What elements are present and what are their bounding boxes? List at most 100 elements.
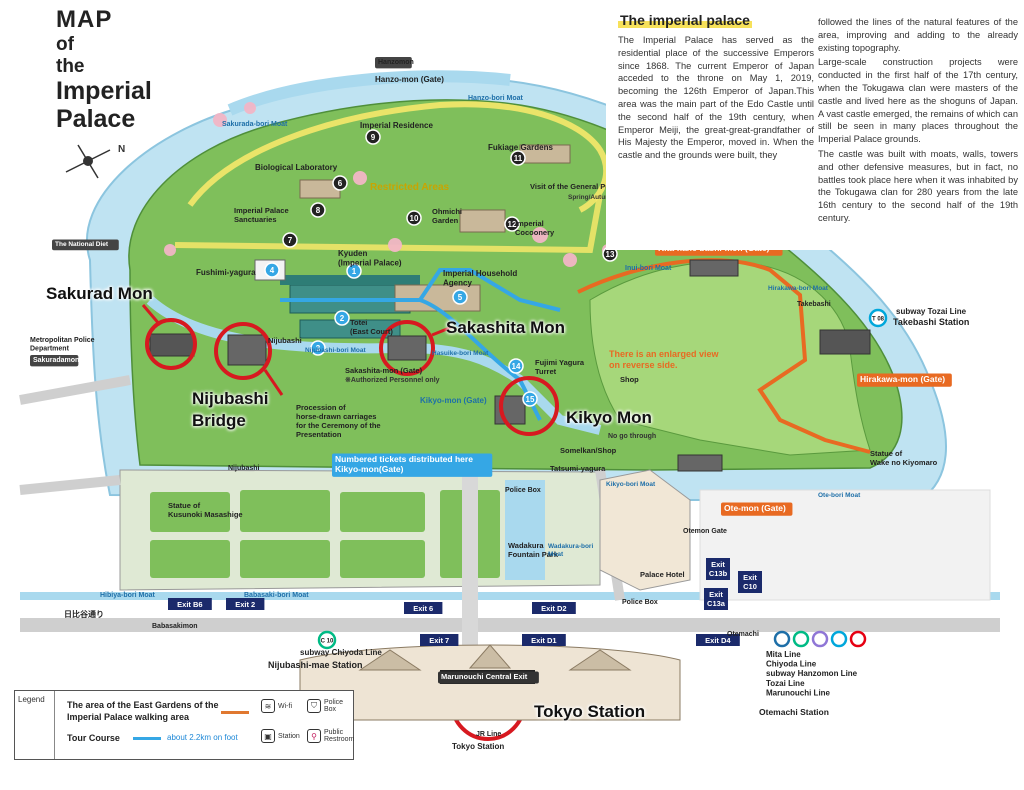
exit-label: C13a [707,599,726,608]
legend-restroom: ⚲Public Restroom [307,729,354,743]
map-label-text: on reverse side. [609,360,678,370]
info-paragraph: followed the lines of the natural featur… [818,17,1018,53]
map-label-sakashita-gate: Sakashita-mon (Gate) [345,366,423,375]
exit-box [404,602,443,614]
legend-tour-course: Tour Course [67,733,120,743]
route-marker-4 [264,262,280,278]
map-label-text: There is an enlarged view [609,349,720,359]
route-marker-12 [504,216,520,232]
map-label-otemachi-station: Otemachi Station [759,707,829,717]
map-label-text: Sanctuaries [234,215,277,224]
map-label-text: Fushimi-yagura [196,268,256,277]
map-title-line3: the [56,56,85,77]
map-label-text: Agency [443,279,472,288]
map-label-text: Procession of [296,403,346,412]
map-title-line2: of [56,34,74,55]
map-label-babasakimon: Babasakimon [152,623,198,630]
map-label-text: Otemon Gate [683,528,727,535]
map-label-text: Hanzo-bori Moat [468,95,523,102]
exit-label: Exit D2 [541,604,566,613]
subway-station-icon [868,308,888,328]
map-label-text: Hibiya-bori Moat [100,592,156,599]
map-title-line1: MAP [56,6,113,33]
route-marker-label: 4 [270,266,275,275]
subway-line-icon [811,630,829,648]
map-label-hasuike: Hasuike-bori Moat [432,350,489,357]
kikyo-mon-circle [499,376,559,436]
map-label-somelkan: Somelkan/Shop [560,446,617,455]
compass-icon [65,144,111,179]
restroom-icon: ⚲ [307,729,321,743]
wifi-icon: ≋ [261,699,275,713]
legend-wifi: ≋Wi-fi [261,699,292,713]
map-label-text: Babasakimon [152,623,198,630]
map-label-text: Sakashita-mon (Gate) [345,366,423,375]
route-marker-15 [522,391,538,407]
route-marker-label: 2 [340,314,345,323]
info-paragraph: The Imperial Palace has served as the re… [618,35,814,161]
map-label-text: Shop [620,375,639,384]
map-label-text: Ote-mon (Gate) [724,503,786,513]
map-label-numbered: Numbered tickets distributed hereKikyo-m… [332,453,493,477]
map-label-marunouchi-exit: Marunouchi Central Exit [438,671,539,684]
map-label-text: subway Hanzomon Line [766,669,858,678]
map-label-hirakawa-bori: Hirakawa-bori Moat [768,285,829,292]
legend-east-gardens: The area of the East Gardens of the Impe… [67,700,219,722]
map-label-fukiage: Fukiage Gardens [488,143,553,152]
exit-label: Exit [743,573,757,582]
map-label-inui-visit: Visit of the General Public to Inui Stre… [530,182,671,191]
map-label-text: Totei [350,318,367,327]
route-marker-label: 5 [458,293,463,302]
map-label-text: Statue of [168,501,201,510]
legend: Legend The area of the East Gardens of t… [14,690,354,760]
map-label-chiyoda: subway Chiyoda Line [300,648,382,657]
map-label-bio-lab: Biological Laboratory [255,163,338,172]
map-label-text: Moat [548,551,564,558]
map-label-text: Wadakura-bori [548,543,593,550]
route-marker-3 [310,340,326,356]
map-label-nijubashi-mae: Nijubashi-mae Station [268,660,363,670]
exit-box [522,634,566,646]
tour-route [280,268,561,382]
map-label-text: Department [30,345,70,352]
map-label-text: Kikyo-mon (Gate) [420,396,487,405]
map-label-police-box2: Police Box [622,599,658,606]
route-marker-10 [406,210,422,226]
exit-box [706,558,730,580]
map-label-police-box: Police Box [505,487,541,494]
map-label-no-go: No go through [608,433,656,440]
map-label-text: Cocoonery [515,228,555,237]
map-label-kikyo-gate: Kikyo-mon (Gate) [420,396,487,405]
map-label-text: JR Line [476,731,501,738]
map-label-text: Sakurada-bori Moat [222,121,288,128]
map-label-hibiya: Hibiya-bori Moat [100,592,156,599]
map-label-text: Biological Laboratory [255,163,338,172]
nijubashi-circle [214,322,272,380]
map-label-text: Turret [535,367,557,376]
legend-police: ⛉Police Box [307,699,343,713]
route-marker-label: 14 [512,362,521,371]
map-label-text: Imperial Household [443,269,517,278]
subway-line-icon [849,630,867,648]
route-marker-8 [310,202,326,218]
annotation-sakurad-mon: Sakurad Mon [46,284,153,303]
map-label-tokyo-station: Tokyo Station [452,742,504,751]
map-title-line5: Palace [56,105,136,133]
subway-line-icon [792,630,810,648]
map-label-text: Imperial Palace [234,206,289,215]
sakurad-mon-circle [145,318,197,370]
exit-box [532,602,576,614]
map-label-fushimi: Fushimi-yagura [196,268,256,277]
exit-label: C10 [743,582,757,591]
map-label-nijubashi-lbl: Nijubashi [268,336,302,345]
map-label-otemon-gate: Otemon Gate [683,528,727,535]
map-label-palace-hotel: Palace Hotel [640,570,685,579]
map-label-text: Statue of [870,449,903,458]
map-label-text: (Imperial Palace) [338,259,402,268]
